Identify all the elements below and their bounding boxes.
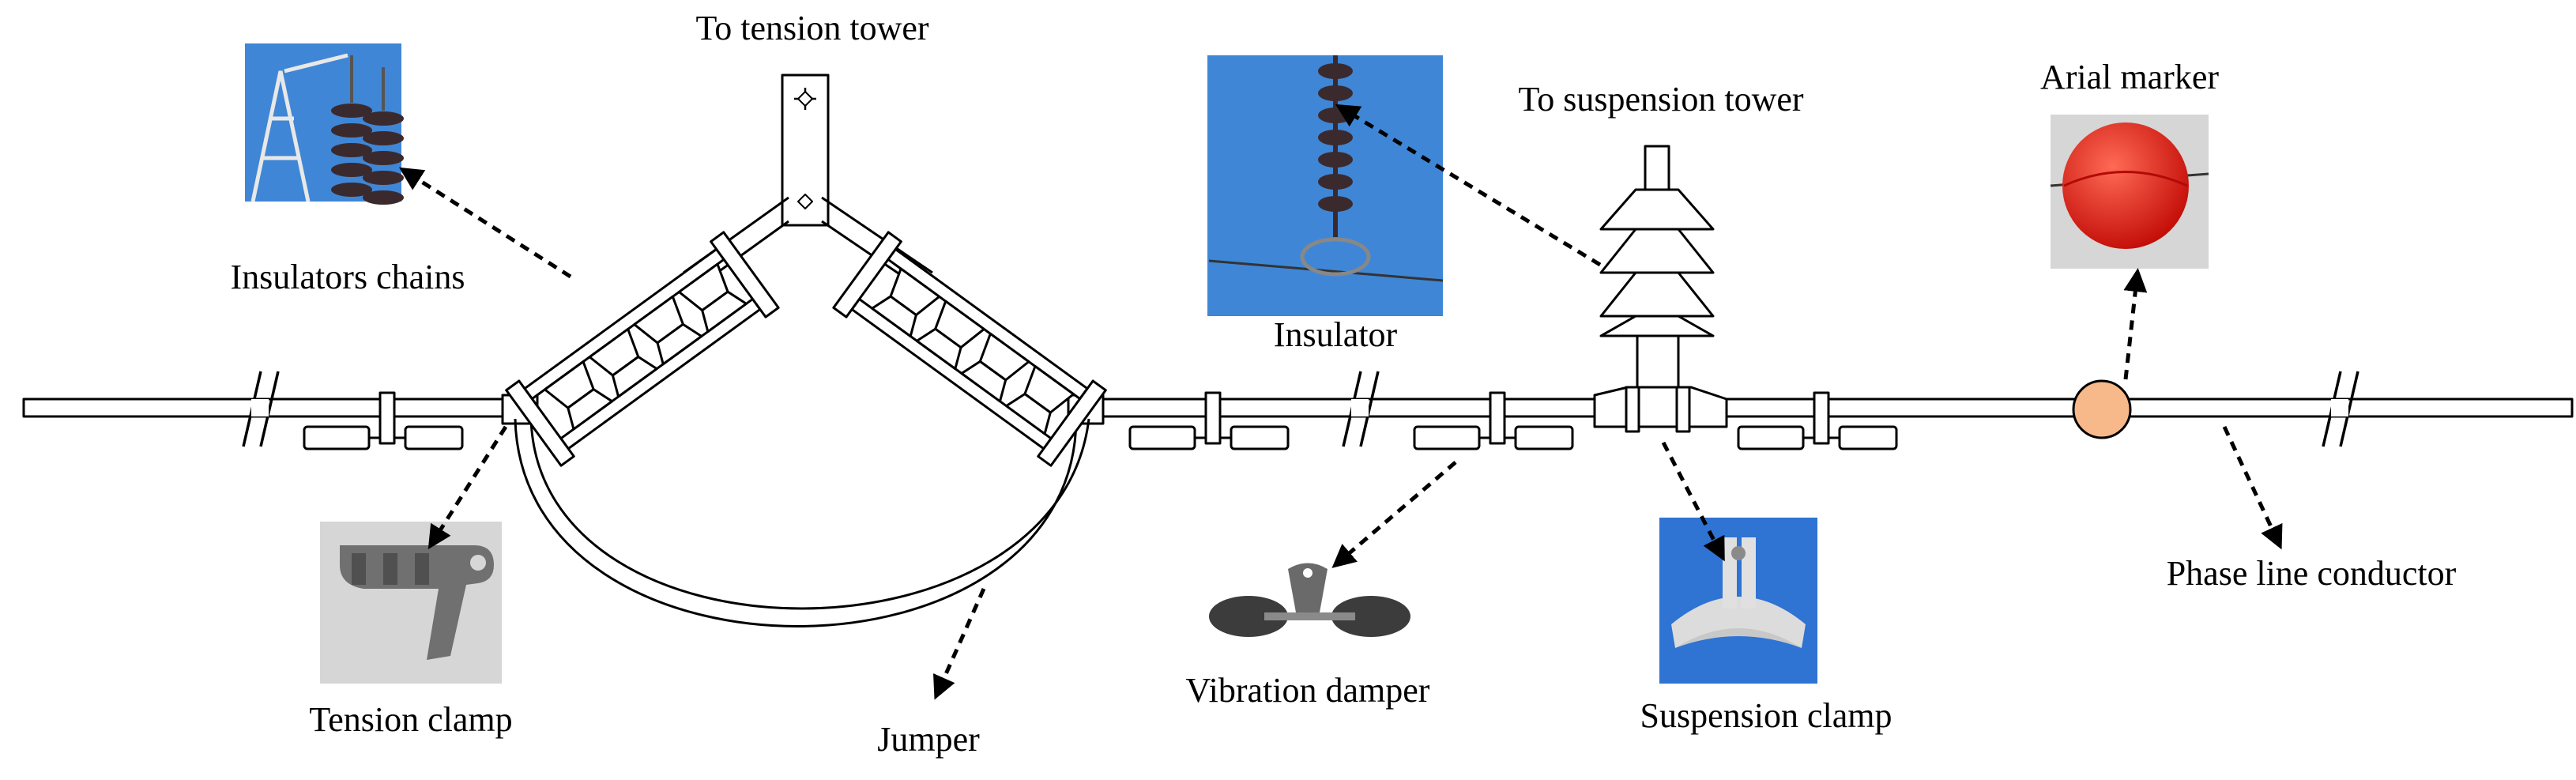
phase-line-conductor: [22, 398, 2574, 418]
line-vibration-dampers: [303, 391, 1898, 450]
label-arial-marker: Arial marker: [2040, 58, 2219, 96]
label-tension-clamp: Tension clamp: [309, 700, 512, 739]
suspension-clamp-on-line: [1593, 386, 1728, 433]
line-vibration-damper: [1413, 391, 1574, 450]
tension-clamp-photo: [320, 522, 502, 684]
line-vibration-damper: [1737, 391, 1898, 450]
insulators-chains-photo: [245, 43, 404, 205]
suspension-clamp-photo: [1659, 518, 1817, 684]
arial-marker-ball: [2072, 379, 2132, 439]
left-insulator-chain: [505, 231, 780, 467]
vibration-damper-photo: [1205, 553, 1410, 660]
label-phase-line-conductor: Phase line conductor: [2167, 554, 2457, 593]
line-vibration-damper: [303, 391, 464, 450]
suspension-insulator: [1599, 145, 1715, 393]
label-insulator: Insulator: [1274, 315, 1398, 354]
jumper: [514, 418, 1090, 627]
line-break-marks: [242, 371, 2359, 447]
right-insulator-chain: [832, 231, 1107, 467]
label-jumper: Jumper: [877, 720, 980, 759]
label-insulators-chains: Insulators chains: [231, 258, 465, 296]
label-vibration-damper: Vibration damper: [1186, 671, 1430, 710]
label-to-tension-tower: To tension tower: [695, 9, 928, 47]
arial-marker-photo: [2050, 115, 2209, 269]
insulator-photo: [1207, 55, 1444, 316]
label-to-suspension-tower: To suspension tower: [1518, 80, 1803, 119]
label-suspension-clamp: Suspension clamp: [1640, 696, 1892, 735]
line-vibration-damper: [1128, 391, 1290, 450]
leader-arrows: [398, 104, 2283, 700]
